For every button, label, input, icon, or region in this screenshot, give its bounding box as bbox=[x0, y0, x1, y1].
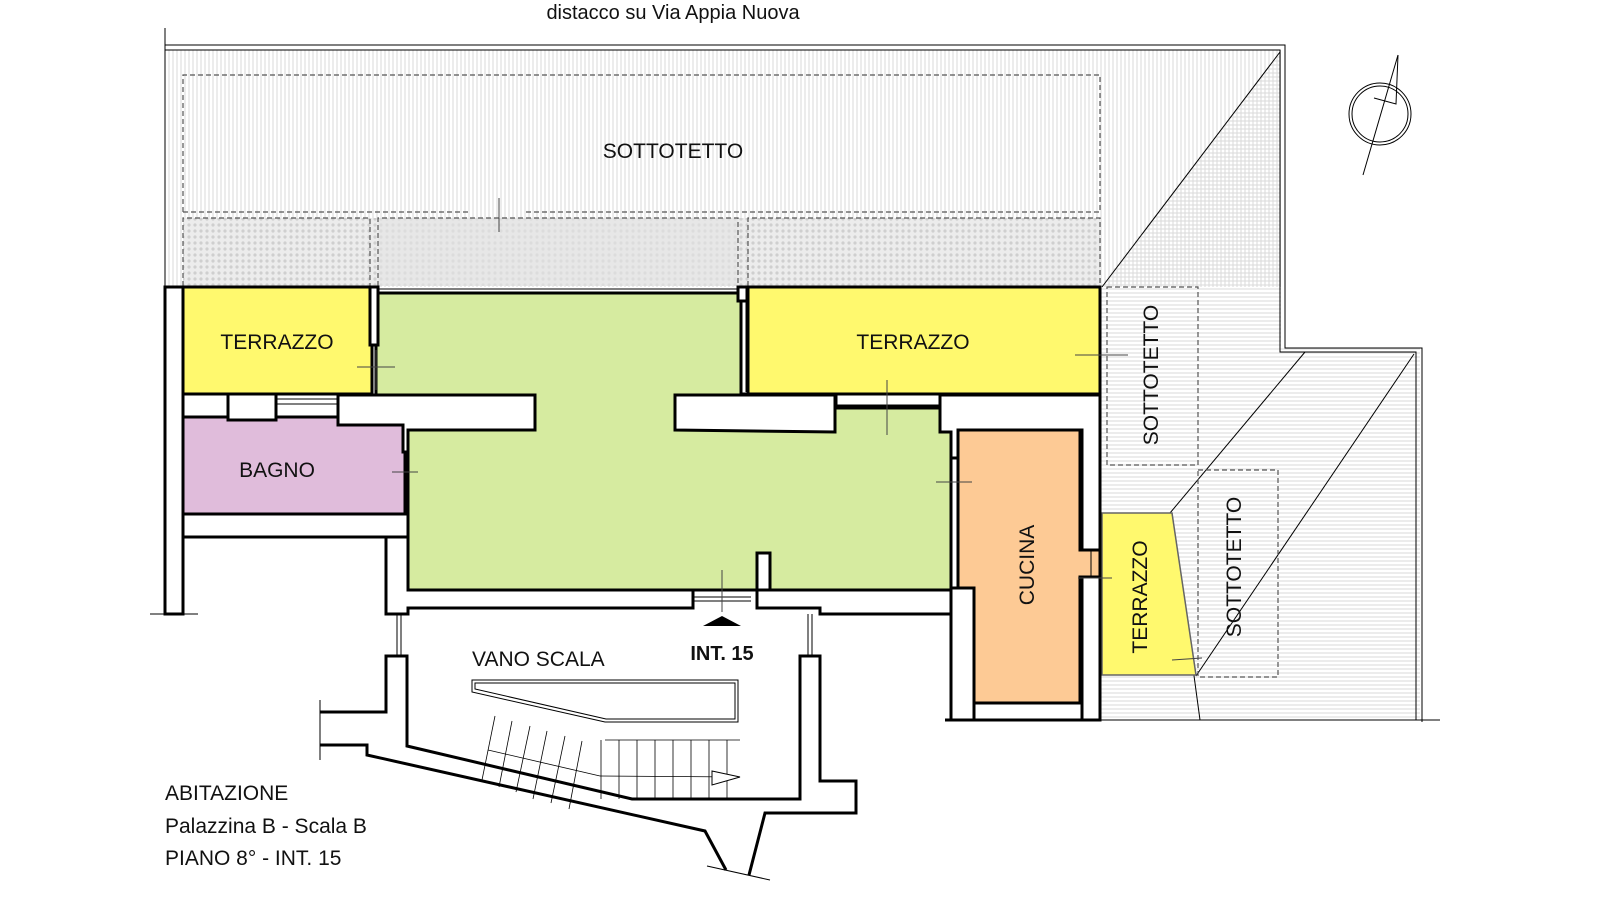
stair bbox=[471, 679, 741, 810]
openings bbox=[276, 288, 1203, 661]
room-label-terrazzo-small: TERRAZZO bbox=[1129, 540, 1152, 653]
room-terrazzo-left bbox=[181, 285, 374, 396]
room-label-bagno: BAGNO bbox=[239, 459, 315, 482]
room-bagno bbox=[181, 415, 407, 516]
stair-direction-arrow-icon bbox=[711, 770, 741, 786]
roof-area bbox=[164, 28, 1440, 722]
plan-title: distacco su Via Appia Nuova bbox=[546, 2, 800, 24]
walls bbox=[150, 285, 1102, 881]
room-terrazzo-small bbox=[1101, 512, 1197, 676]
room-label-terrazzo-left: TERRAZZO bbox=[220, 331, 333, 354]
room-label-sottotetto-right1: SOTTOTETTO bbox=[1140, 305, 1163, 445]
room-label-vano-scala: VANO SCALA bbox=[472, 648, 605, 671]
info-line-3: PIANO 8° - INT. 15 bbox=[165, 847, 341, 870]
room-label-sottotetto-right2: SOTTOTETTO bbox=[1223, 497, 1246, 637]
entrance-arrow-icon bbox=[703, 616, 741, 626]
info-line-2: Palazzina B - Scala B bbox=[165, 815, 367, 838]
room-terrazzo-right bbox=[746, 285, 1102, 396]
north-arrow-icon bbox=[1348, 54, 1412, 176]
entrance-label: INT. 15 bbox=[690, 643, 753, 665]
room-label-terrazzo-right: TERRAZZO bbox=[856, 331, 969, 354]
room-label-sottotetto-top: SOTTOTETTO bbox=[603, 140, 743, 163]
room-label-cucina: CUCINA bbox=[1016, 525, 1039, 606]
info-line-1: ABITAZIONE bbox=[165, 782, 288, 805]
